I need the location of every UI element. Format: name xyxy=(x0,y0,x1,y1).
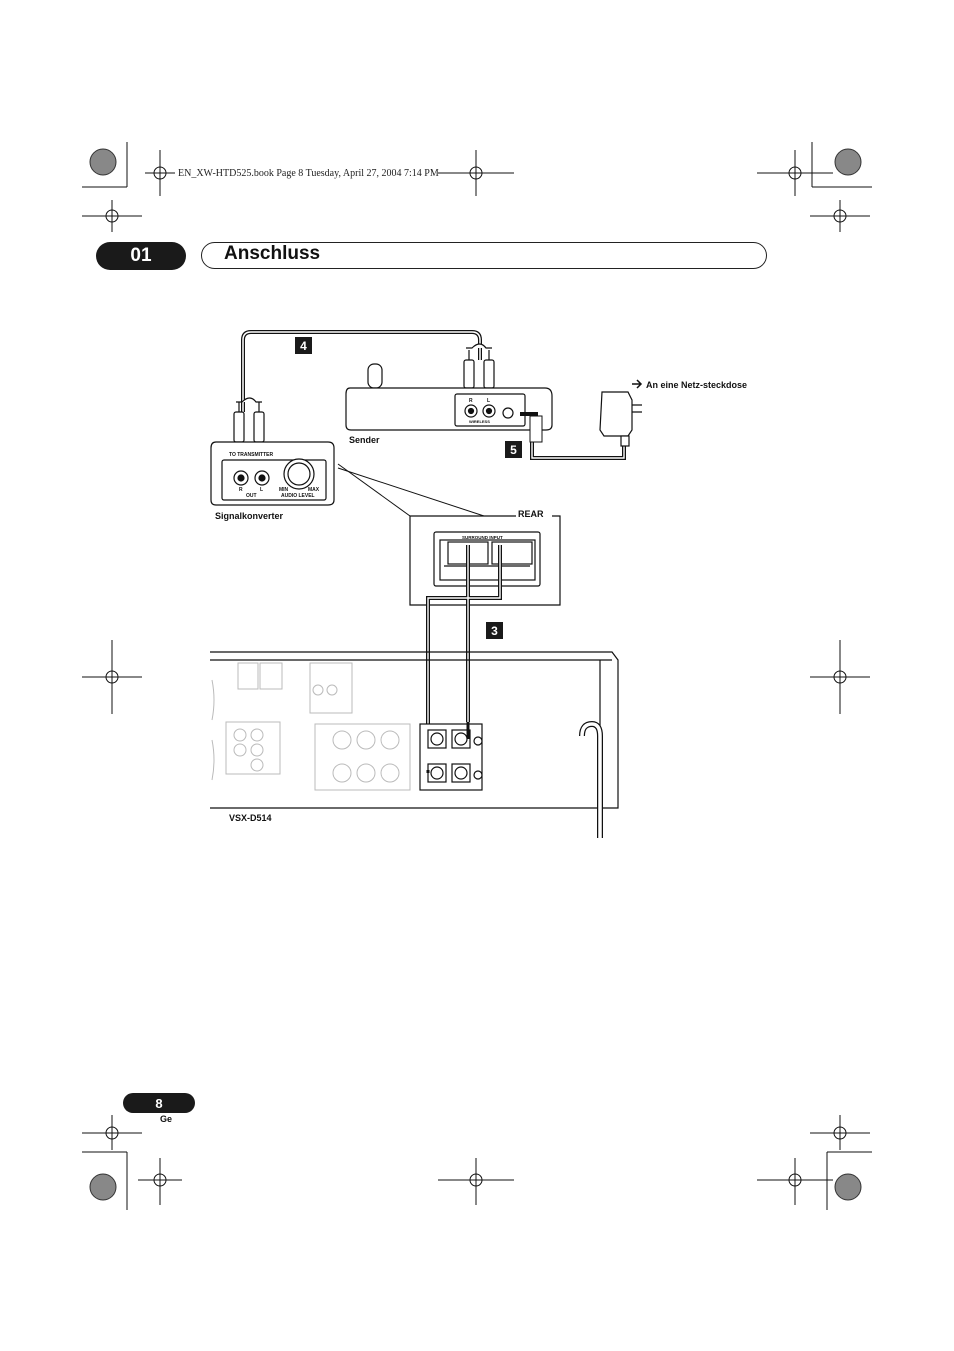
converter-out-label: OUT xyxy=(246,493,257,499)
receiver-model-label: VSX-D514 xyxy=(229,813,272,823)
converter-l-label: L xyxy=(260,487,264,493)
language-code: Ge xyxy=(160,1114,173,1124)
to-transmitter-label: TO TRANSMITTER xyxy=(229,452,274,458)
min-label: MIN xyxy=(279,487,289,493)
signal-converter xyxy=(210,441,335,506)
rear-panel-zoom xyxy=(409,515,561,606)
step-badge-4: 4 xyxy=(295,337,312,354)
rca-plugs-converter xyxy=(233,397,265,443)
speaker-terminals xyxy=(419,723,483,791)
audio-level-label: AUDIO LEVEL xyxy=(281,493,315,499)
transmitter-label: Sender xyxy=(349,435,380,445)
max-label: MAX xyxy=(308,487,320,493)
transmitter xyxy=(345,363,553,431)
converter-label: Signalkonverter xyxy=(215,511,284,521)
title-frame xyxy=(201,242,767,269)
page-title: Anschluss xyxy=(224,243,321,264)
arrow-icon xyxy=(632,379,643,389)
receiver xyxy=(210,651,619,809)
chapter-number: 01 xyxy=(96,242,186,270)
step-badge-5: 5 xyxy=(505,441,522,458)
print-info: EN_XW-HTD525.book Page 8 Tuesday, April … xyxy=(178,168,439,179)
rca-plugs-transmitter xyxy=(463,343,495,389)
transmitter-l-label: L xyxy=(487,398,491,404)
surround-input-label: SURROUND INPUT xyxy=(462,535,503,540)
converter-r-label: R xyxy=(239,487,243,493)
transmitter-r-label: R xyxy=(469,398,473,404)
step-badge-3: 3 xyxy=(486,622,503,639)
wireless-label: WIRELESS xyxy=(469,419,490,424)
power-outlet-label: An eine Netz-steckdose xyxy=(646,380,748,390)
ac-adapter xyxy=(599,391,642,447)
rear-label: REAR xyxy=(518,509,544,519)
page-number: 8 xyxy=(123,1093,195,1113)
